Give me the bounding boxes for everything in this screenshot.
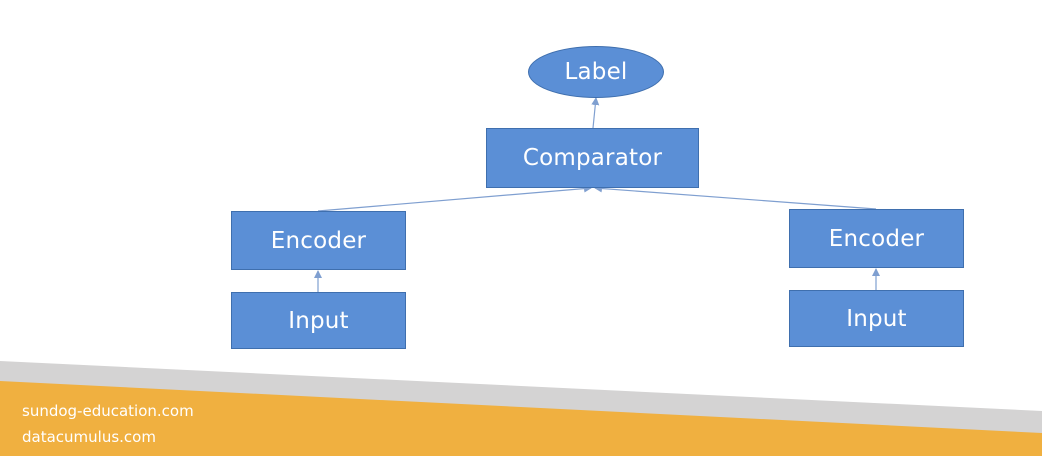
input-left-node: Input bbox=[231, 292, 406, 349]
arrow-comparator-to-label bbox=[591, 97, 600, 129]
arrow-encoder-left-to-comparator bbox=[317, 184, 592, 212]
footer-site-datacumulus: datacumulus.com bbox=[22, 428, 156, 446]
footer-site-sundog: sundog-education.com bbox=[22, 402, 194, 420]
comparator-node: Comparator bbox=[486, 128, 699, 188]
label-node: Label bbox=[528, 46, 664, 98]
footer-orange-band bbox=[0, 381, 1042, 456]
encoder-right-node: Encoder bbox=[789, 209, 964, 268]
input-right-node: Input bbox=[789, 290, 964, 347]
encoder-left-node: Encoder bbox=[231, 211, 406, 270]
arrow-encoder-right-to-comparator bbox=[594, 184, 877, 210]
